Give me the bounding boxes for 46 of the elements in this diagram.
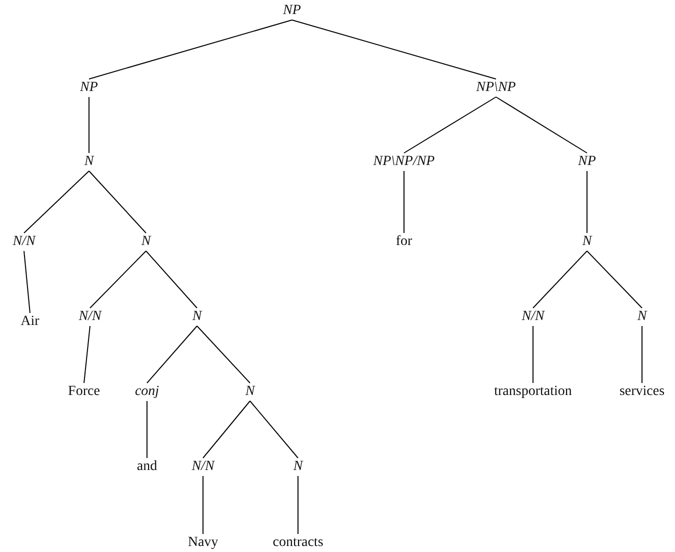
word-label: and bbox=[136, 459, 158, 475]
tree-branch bbox=[586, 170, 588, 234]
category-label: conj bbox=[134, 384, 160, 400]
category-label: NP\NP bbox=[476, 80, 516, 96]
tree-branch bbox=[496, 96, 588, 154]
tree-branch bbox=[196, 326, 250, 384]
category-label: N bbox=[84, 154, 94, 170]
category-label: N bbox=[245, 384, 255, 400]
tree-branch bbox=[404, 96, 496, 154]
category-label: N bbox=[293, 459, 303, 475]
tree-branch bbox=[292, 20, 496, 80]
category-label: N/N bbox=[522, 309, 544, 325]
tree-branch bbox=[146, 250, 198, 308]
tree-branch bbox=[88, 170, 146, 234]
category-label: NP bbox=[578, 154, 596, 170]
tree-branch bbox=[532, 250, 588, 308]
category-label: NP bbox=[80, 80, 98, 96]
category-label: N bbox=[637, 309, 647, 325]
word-label: Force bbox=[68, 384, 100, 400]
tree-branch bbox=[202, 400, 250, 458]
word-label: transportation bbox=[494, 384, 572, 400]
tree-branch bbox=[24, 170, 90, 234]
category-label: N bbox=[141, 234, 151, 250]
tree-branch bbox=[88, 96, 90, 154]
category-label: N bbox=[192, 309, 202, 325]
word-label: Navy bbox=[188, 535, 218, 551]
category-label: NP\NP/NP bbox=[373, 154, 435, 170]
tree-branch bbox=[146, 326, 198, 384]
category-label: N/N bbox=[192, 459, 214, 475]
category-label: NP bbox=[283, 3, 301, 19]
category-label: N bbox=[582, 234, 592, 250]
tree-branch bbox=[586, 250, 642, 308]
tree-branch bbox=[88, 20, 292, 80]
tree-branch bbox=[250, 400, 298, 458]
word-label: services bbox=[619, 384, 665, 400]
word-label: Air bbox=[20, 314, 40, 330]
word-label: contracts bbox=[272, 535, 324, 551]
tree-branch bbox=[84, 326, 90, 384]
tree-branch bbox=[202, 476, 204, 534]
tree-branch bbox=[90, 250, 146, 308]
category-label: N/N bbox=[12, 234, 36, 250]
tree-branch bbox=[532, 326, 534, 384]
category-label: N/N bbox=[78, 309, 102, 325]
word-label: for bbox=[396, 234, 412, 250]
tree-branch bbox=[146, 400, 148, 458]
tree-branch bbox=[24, 250, 30, 314]
